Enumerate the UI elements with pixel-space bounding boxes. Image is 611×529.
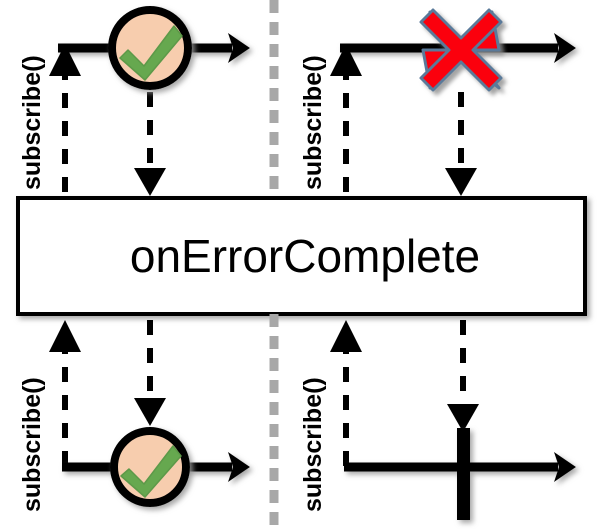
subscribe-arrowhead-bottom-right <box>330 320 362 352</box>
marble-check-bottom-left <box>110 427 190 507</box>
emission-arrow-top-left <box>134 92 166 196</box>
check-icon <box>120 445 182 498</box>
subscribe-arrow-top-right <box>330 44 362 192</box>
quadrant-bottom-left: subscribe() <box>18 320 250 512</box>
emission-arrowhead-bottom-left <box>134 398 166 426</box>
emission-arrow-bottom-right <box>447 320 479 432</box>
subscribe-arrow-top-left <box>49 44 81 192</box>
marble-check-top-left <box>108 6 192 90</box>
subscribe-label-top-right: subscribe() <box>299 55 327 190</box>
subscribe-arrow-bottom-left <box>49 320 81 466</box>
subscribe-label-bottom-right: subscribe() <box>299 377 327 512</box>
timeline-arrowhead-bottom-right <box>554 452 576 482</box>
operator-label: onErrorComplete <box>130 230 480 282</box>
quadrant-top-left: subscribe() <box>18 6 250 196</box>
subscribe-arrow-bottom-right <box>330 320 362 466</box>
subscribe-arrowhead-bottom-left <box>49 320 81 352</box>
emission-arrowhead-bottom-right <box>447 404 479 432</box>
quadrant-bottom-right: subscribe() <box>299 320 576 520</box>
subscribe-arrowhead-top-left <box>49 44 81 76</box>
timeline-arrowhead-bottom-left <box>228 452 250 482</box>
quadrant-top-right: subscribe() <box>299 8 576 196</box>
timeline-arrowhead-top-left <box>228 33 250 63</box>
timeline-arrowhead-top-right <box>554 33 576 63</box>
subscribe-arrowhead-top-right <box>330 44 362 76</box>
subscribe-label-top-left: subscribe() <box>18 55 46 190</box>
error-cross-icon <box>419 8 503 92</box>
check-icon <box>119 25 183 81</box>
emission-arrowhead-top-right <box>445 168 477 196</box>
complete-bar <box>457 428 470 520</box>
subscribe-label-bottom-left: subscribe() <box>18 377 46 512</box>
emission-arrow-bottom-left <box>134 320 166 426</box>
emission-arrow-top-right <box>445 92 477 196</box>
operator-box: onErrorComplete <box>16 196 587 316</box>
emission-arrowhead-top-left <box>134 168 166 196</box>
